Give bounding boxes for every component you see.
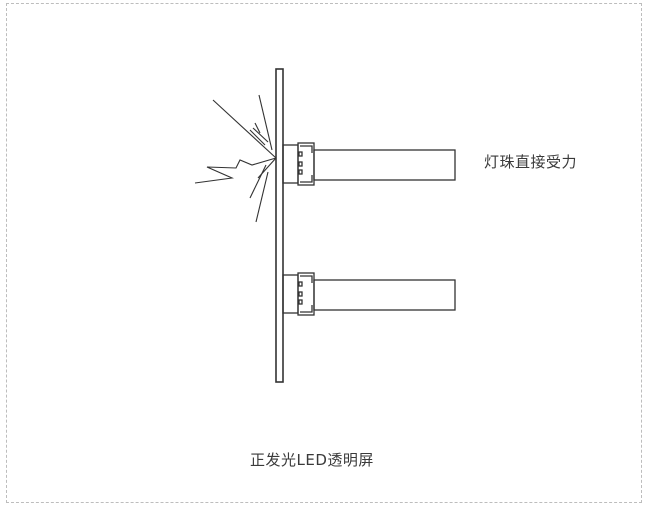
impact-label: 灯珠直接受力 bbox=[484, 153, 578, 171]
screen-panel bbox=[275, 68, 284, 383]
diagram-caption: 正发光LED透明屏 bbox=[250, 451, 374, 469]
led-bead-upper bbox=[282, 142, 456, 186]
led-bead-lower bbox=[282, 272, 456, 316]
impact-burst-icon bbox=[194, 94, 277, 223]
dashed-frame bbox=[6, 3, 642, 503]
